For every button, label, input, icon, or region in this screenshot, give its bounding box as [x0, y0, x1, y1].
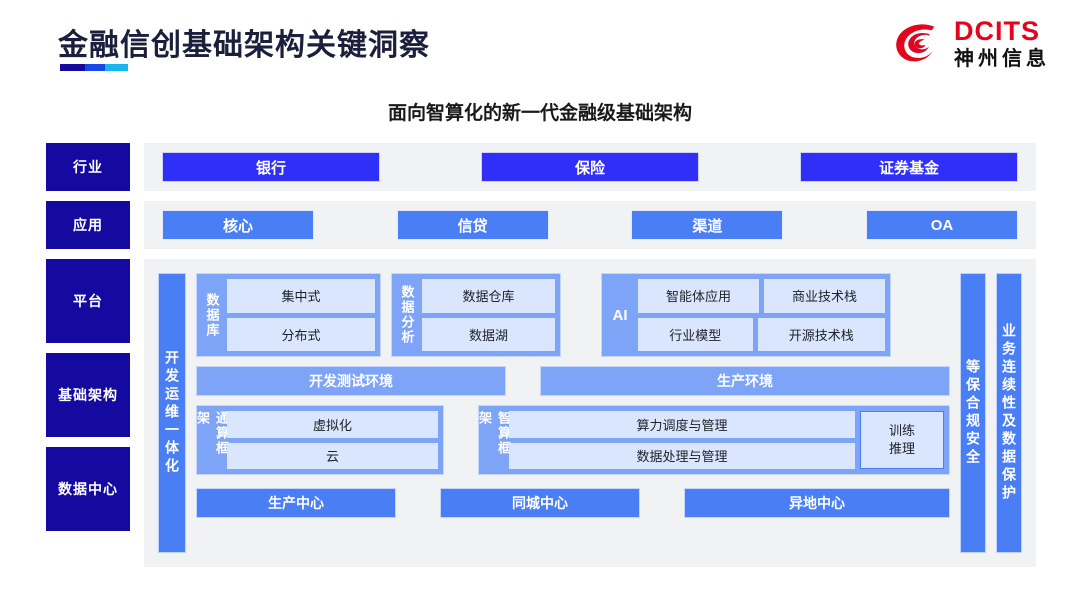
- architecture-diagram: 行业 银行 保险 证券基金 应用 核心 信贷 渠道: [46, 143, 1036, 568]
- lane-body-industry: 银行 保险 证券基金: [144, 143, 1036, 191]
- dcits-swoosh-icon: [896, 24, 935, 62]
- vertical-bar-compliance-security[interactable]: 等保合规安全: [960, 273, 986, 553]
- bar-production-environment[interactable]: 生产环境: [540, 366, 950, 396]
- lane-label-industry: 行业: [46, 143, 130, 191]
- rule-segment-cyan: [105, 64, 128, 71]
- logo-en-text: DCITS: [954, 15, 1040, 46]
- group-data-analysis: 数据分析 数据仓库 数据湖: [391, 273, 561, 357]
- application-item-oa[interactable]: OA: [866, 210, 1019, 240]
- cell-centralized[interactable]: 集中式: [227, 279, 375, 313]
- lane-body-application: 核心 信贷 渠道 OA: [144, 201, 1036, 249]
- cell-distributed[interactable]: 分布式: [227, 317, 375, 351]
- cell-row: 数据仓库: [422, 279, 555, 313]
- cell-cloud[interactable]: 云: [227, 442, 438, 469]
- lane-label-application: 应用: [46, 201, 130, 249]
- cell-training-inference[interactable]: 训练 推理: [860, 411, 944, 469]
- group-ai: AI 智能体应用 商业技术栈 行业模型 开源技术栈: [601, 273, 891, 357]
- cell-row: 算力调度与管理: [509, 411, 855, 438]
- logo-wordmark: DCITS 神州信息: [954, 15, 1050, 70]
- application-item-core[interactable]: 核心: [162, 210, 314, 240]
- industry-pill-track: 银行 保险 证券基金: [144, 152, 1036, 182]
- bar-dev-test-environment[interactable]: 开发测试环境: [196, 366, 506, 396]
- group-cells-ai-compute: 算力调度与管理 数据处理与管理: [509, 411, 855, 469]
- industry-item-insurance[interactable]: 保险: [481, 152, 699, 182]
- group-title-data-analysis: 数据分析: [399, 285, 415, 345]
- cell-row: 云: [227, 442, 438, 469]
- logo-cn-text: 神州信息: [954, 47, 1050, 70]
- cell-agent-application[interactable]: 智能体应用: [638, 279, 759, 313]
- cell-row: 集中式: [227, 279, 375, 313]
- training-label: 训练: [888, 423, 915, 439]
- cell-data-processing-management[interactable]: 数据处理与管理: [509, 442, 855, 469]
- group-general-compute-framework: 通算框架 虚拟化 云: [195, 405, 444, 475]
- application-pill-track: 核心 信贷 渠道 OA: [144, 210, 1036, 240]
- cell-industry-model[interactable]: 行业模型: [638, 317, 753, 351]
- group-title-general-compute-framework: 通算框架: [195, 411, 229, 456]
- cell-virtualization[interactable]: 虚拟化: [227, 411, 438, 438]
- bar-remote-center[interactable]: 异地中心: [684, 488, 950, 518]
- industry-item-bank[interactable]: 银行: [162, 152, 380, 182]
- lane-label-platform: 平台: [46, 259, 130, 343]
- main-body-panel: 开发运维一体化 数据库 集中式 分布式: [144, 259, 1036, 567]
- tier-data-centers: 生产中心 同城中心 异地中心: [196, 488, 950, 518]
- cell-data-lake[interactable]: 数据湖: [422, 317, 555, 351]
- cell-row: 虚拟化: [227, 411, 438, 438]
- cell-data-warehouse[interactable]: 数据仓库: [422, 279, 555, 313]
- brand-logo: DCITS 神州信息: [892, 16, 1050, 70]
- page-header: 金融信创基础架构关键洞察 DCITS 神州信息: [0, 0, 1080, 92]
- group-title-database: 数据库: [204, 292, 220, 338]
- rule-segment-blue: [85, 64, 105, 71]
- lane-industry: 行业 银行 保险 证券基金: [46, 143, 1036, 191]
- lane-label-column: 平台 基础架构 数据中心: [46, 259, 130, 567]
- page-title: 金融信创基础架构关键洞察: [58, 29, 430, 62]
- tier-environments: 开发测试环境 生产环境: [196, 366, 950, 396]
- group-title-ai-compute-framework: 智算框架: [477, 411, 511, 456]
- group-title-ai: AI: [612, 306, 628, 324]
- inference-label: 推理: [888, 441, 915, 456]
- group-database: 数据库 集中式 分布式: [196, 273, 381, 357]
- group-cells-database: 集中式 分布式: [227, 279, 375, 351]
- vertical-bar-business-continuity[interactable]: 业务连续性及数据保护: [996, 273, 1022, 553]
- bar-production-center[interactable]: 生产中心: [196, 488, 396, 518]
- lane-label-infrastructure: 基础架构: [46, 353, 130, 437]
- cell-open-source-tech-stack[interactable]: 开源技术栈: [757, 317, 885, 351]
- bar-metro-center[interactable]: 同城中心: [440, 488, 640, 518]
- tier-platform-groups: 数据库 集中式 分布式 数据分析: [196, 273, 950, 357]
- tier-compute-frameworks: 通算框架 虚拟化 云 智算框架: [195, 405, 950, 475]
- cell-row: 数据处理与管理: [509, 442, 855, 469]
- group-cells-data-analysis: 数据仓库 数据湖: [422, 279, 555, 351]
- group-cells-ai: 智能体应用 商业技术栈 行业模型 开源技术栈: [638, 279, 885, 351]
- diagram-subtitle: 面向智算化的新一代金融级基础架构: [387, 103, 692, 124]
- cell-commercial-tech-stack[interactable]: 商业技术栈: [764, 279, 885, 313]
- group-cells-general-compute: 虚拟化 云: [227, 411, 438, 469]
- cell-row: 行业模型 开源技术栈: [638, 317, 885, 351]
- main-center-column: 数据库 集中式 分布式 数据分析: [195, 273, 950, 553]
- rule-segment-navy: [60, 64, 85, 71]
- title-underline-rule: [60, 64, 128, 71]
- cell-row: 数据湖: [422, 317, 555, 351]
- application-item-channel[interactable]: 渠道: [631, 210, 784, 240]
- lane-label-datacenter: 数据中心: [46, 447, 130, 531]
- lane-application: 应用 核心 信贷 渠道 OA: [46, 201, 1036, 249]
- cell-row: 分布式: [227, 317, 375, 351]
- industry-item-securities-fund[interactable]: 证券基金: [800, 152, 1018, 182]
- group-ai-compute-framework: 智算框架 算力调度与管理 数据处理与管理 训练 推理: [477, 405, 950, 475]
- lane-platform-infrastructure: 平台 基础架构 数据中心 开发运维一体化 数据库 集中式 分: [46, 259, 1036, 567]
- cell-compute-scheduling-management[interactable]: 算力调度与管理: [509, 411, 855, 438]
- application-item-credit[interactable]: 信贷: [396, 210, 549, 240]
- vertical-bar-devops[interactable]: 开发运维一体化: [158, 273, 186, 553]
- cell-row: 智能体应用 商业技术栈: [638, 279, 885, 313]
